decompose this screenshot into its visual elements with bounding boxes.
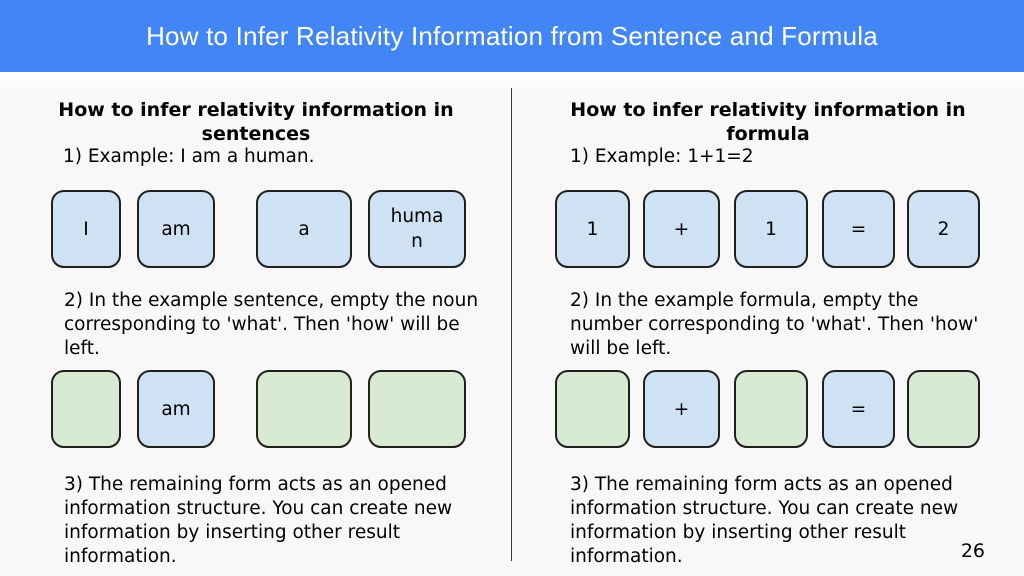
token-box-1: 1 — [555, 190, 630, 268]
formula-step2-text: 2) In the example formula, empty the num… — [570, 290, 979, 359]
slide-header: How to Infer Relativity Information from… — [0, 0, 1024, 72]
token-box-human-label: human — [390, 206, 444, 252]
sentences-step2-text: 2) In the example sentence, empty the no… — [64, 290, 479, 359]
token-box-1: 1 — [734, 190, 808, 268]
token-box-plus: + — [643, 370, 720, 448]
header-shadow — [0, 72, 1024, 90]
empty-slot-box — [368, 370, 466, 448]
token-box-plus: + — [643, 190, 720, 268]
formula-step1-text: 1) Example: 1+1=2 — [570, 146, 754, 167]
formula-column-heading: How to infer relativity information in f… — [570, 99, 966, 145]
token-box-human: human — [368, 190, 466, 268]
sentences-column-heading: How to infer relativity information in s… — [58, 99, 454, 145]
page-number: 26 — [960, 540, 985, 562]
formula-step3-text: 3) The remaining form acts as an opened … — [570, 474, 959, 567]
sentence-token-row-emptied: am — [0, 370, 512, 449]
sentences-step3-text: 3) The remaining form acts as an opened … — [64, 474, 453, 567]
empty-slot-box — [555, 370, 630, 448]
sentence-token-row-full: I am a human — [0, 190, 512, 269]
token-box-am: am — [137, 190, 215, 268]
column-divider — [511, 88, 512, 561]
token-box-equals: = — [822, 370, 895, 448]
formula-column: How to infer relativity information in f… — [512, 90, 1024, 576]
token-box-am: am — [137, 370, 215, 448]
empty-slot-box — [734, 370, 808, 448]
token-box-equals: = — [822, 190, 895, 268]
formula-token-row-emptied: + = — [512, 370, 1024, 449]
sentences-step1-text: 1) Example: I am a human. — [63, 146, 315, 167]
token-box-2: 2 — [907, 190, 980, 268]
empty-slot-box — [907, 370, 980, 448]
empty-slot-box — [51, 370, 121, 448]
formula-token-row-full: 1 + 1 = 2 — [512, 190, 1024, 269]
token-box-i: I — [51, 190, 121, 268]
sentences-column: How to infer relativity information in s… — [0, 90, 512, 576]
empty-slot-box — [256, 370, 352, 448]
token-box-a: a — [256, 190, 352, 268]
slide-title: How to Infer Relativity Information from… — [146, 20, 878, 51]
